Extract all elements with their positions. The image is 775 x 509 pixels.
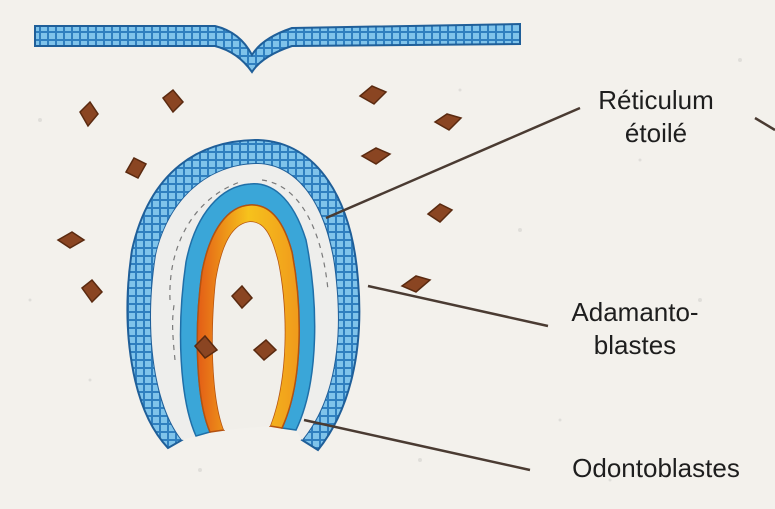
label-odontoblastes: Odontoblastes <box>540 452 772 485</box>
dental-papilla <box>213 222 285 430</box>
label-adamantoblastes: Adamanto- blastes <box>560 296 710 362</box>
label-reticulum-etoile: Réticulum étoilé <box>576 84 736 150</box>
